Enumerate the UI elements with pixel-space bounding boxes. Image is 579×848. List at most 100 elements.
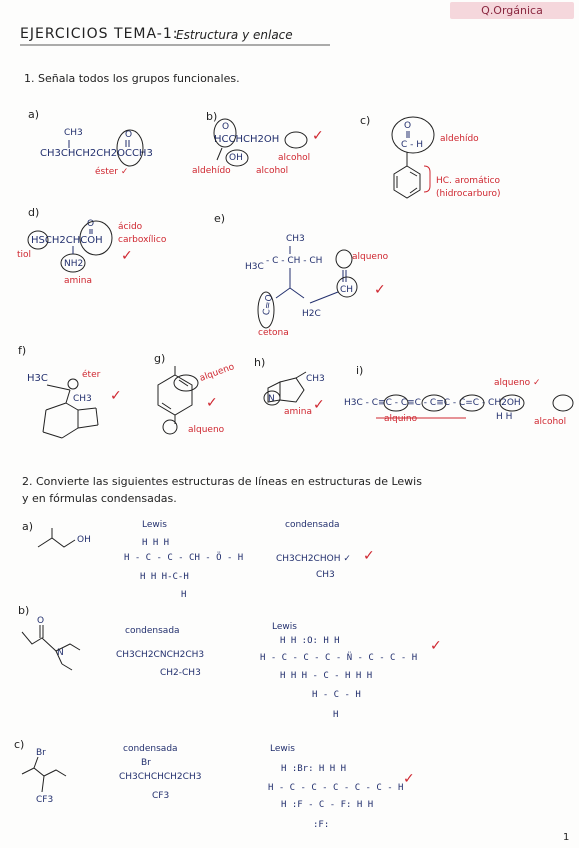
q2a-condensed-label: condensada <box>285 520 340 530</box>
q2c-br: Br <box>36 748 46 758</box>
q1b-oh: OH <box>229 153 243 163</box>
q2a-condensed: CH3CH2CHOH ✓ <box>276 554 351 564</box>
q1a-formula: CH3CHCH2CH2OCCH3 <box>40 148 153 159</box>
q2b-condensed-sub: CH2-CH3 <box>160 668 201 678</box>
q2b-lewis-mid: H - C - C - C - N̈ - C - C - H <box>260 653 418 663</box>
q1i-alquino: alquino <box>384 414 418 424</box>
q1c-label: c) <box>360 114 371 127</box>
q2a-label: a) <box>22 520 34 533</box>
q2b-condensed: CH3CH2CNCH2CH3 <box>116 650 205 660</box>
q1e-alqueno: alqueno <box>352 252 389 262</box>
q2c-lewis-mid: H - C - C - C - C - C - H <box>268 783 404 793</box>
q2b-o: O <box>37 616 45 626</box>
q1i-label: i) <box>356 364 364 377</box>
q2a-condensed-sub: CH3 <box>316 570 335 580</box>
q2b-lewis-bot: H H H - C - H H H <box>280 671 373 681</box>
q1g-alqueno2: alqueno <box>188 425 225 435</box>
q1h-ch3: CH3 <box>306 374 325 384</box>
q1d-nh2: NH2 <box>64 259 84 269</box>
q2a-lewis-label: Lewis <box>142 520 167 530</box>
q1a-group: éster ✓ <box>95 167 129 177</box>
q2c-cf3: CF3 <box>36 795 54 805</box>
q1d-label: d) <box>28 206 40 219</box>
q1e-label: e) <box>214 212 226 225</box>
q2c-condensed-sub: CF3 <box>152 791 170 801</box>
q1e-ch3: CH3 <box>286 234 305 244</box>
q2-heading-line1: 2. Convierte las siguientes estructuras … <box>22 475 422 488</box>
q2c-lewis-bot: H :F - C - F: H H <box>281 800 374 810</box>
q1a-o: O <box>125 130 133 140</box>
q1f-eter: éter <box>82 370 101 380</box>
q1d-formula: HSCH2CHCOH <box>31 235 103 246</box>
q2c-condensed-label: condensada <box>123 744 178 754</box>
q1e-h2c: H2C <box>302 309 321 319</box>
q2-heading-line2: y en fórmulas condensadas. <box>22 492 177 505</box>
q1b-check: ✓ <box>312 128 324 144</box>
subject-tag: Q.Orgánica <box>450 2 574 19</box>
page-number: 1 <box>563 832 570 843</box>
q1d-acido2: carboxílico <box>118 235 167 245</box>
q1c-hc2: (hidrocarburo) <box>436 189 501 199</box>
q2a-lewis-mid: H - C - C - CH - Ö - H <box>124 553 244 563</box>
q1i-hh: H H <box>496 412 513 422</box>
q1b-alcohol2: alcohol <box>256 166 289 176</box>
q1e-row: - C - CH - CH <box>266 256 323 266</box>
q2b-lewis-row4: H - C - H <box>312 690 361 700</box>
q1b-alcohol1: alcohol <box>278 153 311 163</box>
q2c-condensed-br: Br <box>141 758 151 768</box>
q2a-lewis-h: H <box>181 590 187 600</box>
q1b-aldehido: aldehído <box>192 166 231 176</box>
q1c-o: O <box>404 121 412 131</box>
q1h-check: ✓ <box>313 397 325 413</box>
q1c-aldehido: aldehído <box>440 134 479 144</box>
q1e-ch: CH <box>340 285 354 295</box>
q2c-lewis-label: Lewis <box>270 744 295 754</box>
q1h-amina: amina <box>284 407 313 417</box>
q1d-acido1: ácido <box>118 222 143 232</box>
q1d-amina: amina <box>64 276 93 286</box>
q1d-tiol: tiol <box>17 250 32 260</box>
q1h-n: N <box>268 394 275 404</box>
q1a-ch3: CH3 <box>64 128 83 138</box>
q1e-check: ✓ <box>374 282 386 298</box>
q2b-label: b) <box>18 604 30 617</box>
q1i-alcohol: alcohol <box>534 417 567 427</box>
q2c-check: ✓ <box>403 771 415 787</box>
q2c-condensed: CH3CHCHCH2CH3 <box>119 772 202 782</box>
q2a-lewis-bot: H H H-C-H <box>140 572 189 582</box>
q1c-hc1: HC. aromático <box>436 176 501 186</box>
q1d-check: ✓ <box>121 248 133 264</box>
q2c-lewis-f: :F: <box>313 820 330 830</box>
q1i-alqueno: alqueno ✓ <box>494 378 541 388</box>
q2b-check: ✓ <box>430 638 442 654</box>
q2a-lewis-top: H H H <box>142 538 170 548</box>
q2b-n: N <box>57 648 64 658</box>
q1f-label: f) <box>18 344 27 357</box>
q2b-condensed-label: condensada <box>125 626 180 636</box>
page-title: EJERCICIOS TEMA-1: <box>20 26 179 42</box>
q2b-lewis-top: H H :O: H H <box>280 636 340 646</box>
q1b-o: O <box>222 122 230 132</box>
q2a-check: ✓ <box>363 548 375 564</box>
q2b-lewis-h: H <box>333 710 339 720</box>
q1a-label: a) <box>28 108 40 121</box>
q2c-lewis-top: H :Br: H H H <box>281 764 347 774</box>
q1f-ch3: CH3 <box>73 394 92 404</box>
page-subtitle: Estructura y enlace <box>176 28 293 42</box>
q1f-check: ✓ <box>110 388 122 404</box>
q1d-o: O <box>87 219 95 229</box>
q2c-label: c) <box>14 738 25 751</box>
q1e-h3c: H3C <box>245 262 264 272</box>
q1e-cetona: cetona <box>258 328 289 338</box>
q2b-lewis-label: Lewis <box>272 622 297 632</box>
q1i-formula: H3C - C≡C - C≡C - C≡C - C=C - CH2OH <box>344 398 521 408</box>
q2a-oh: OH <box>77 535 91 545</box>
q1-heading: 1. Señala todos los grupos funcionales. <box>24 72 240 85</box>
q1b-formula: HCCHCH2OH <box>214 134 280 145</box>
q1g-check: ✓ <box>206 395 218 411</box>
q1c-ch: C - H <box>401 140 424 150</box>
q1g-label: g) <box>154 352 166 365</box>
